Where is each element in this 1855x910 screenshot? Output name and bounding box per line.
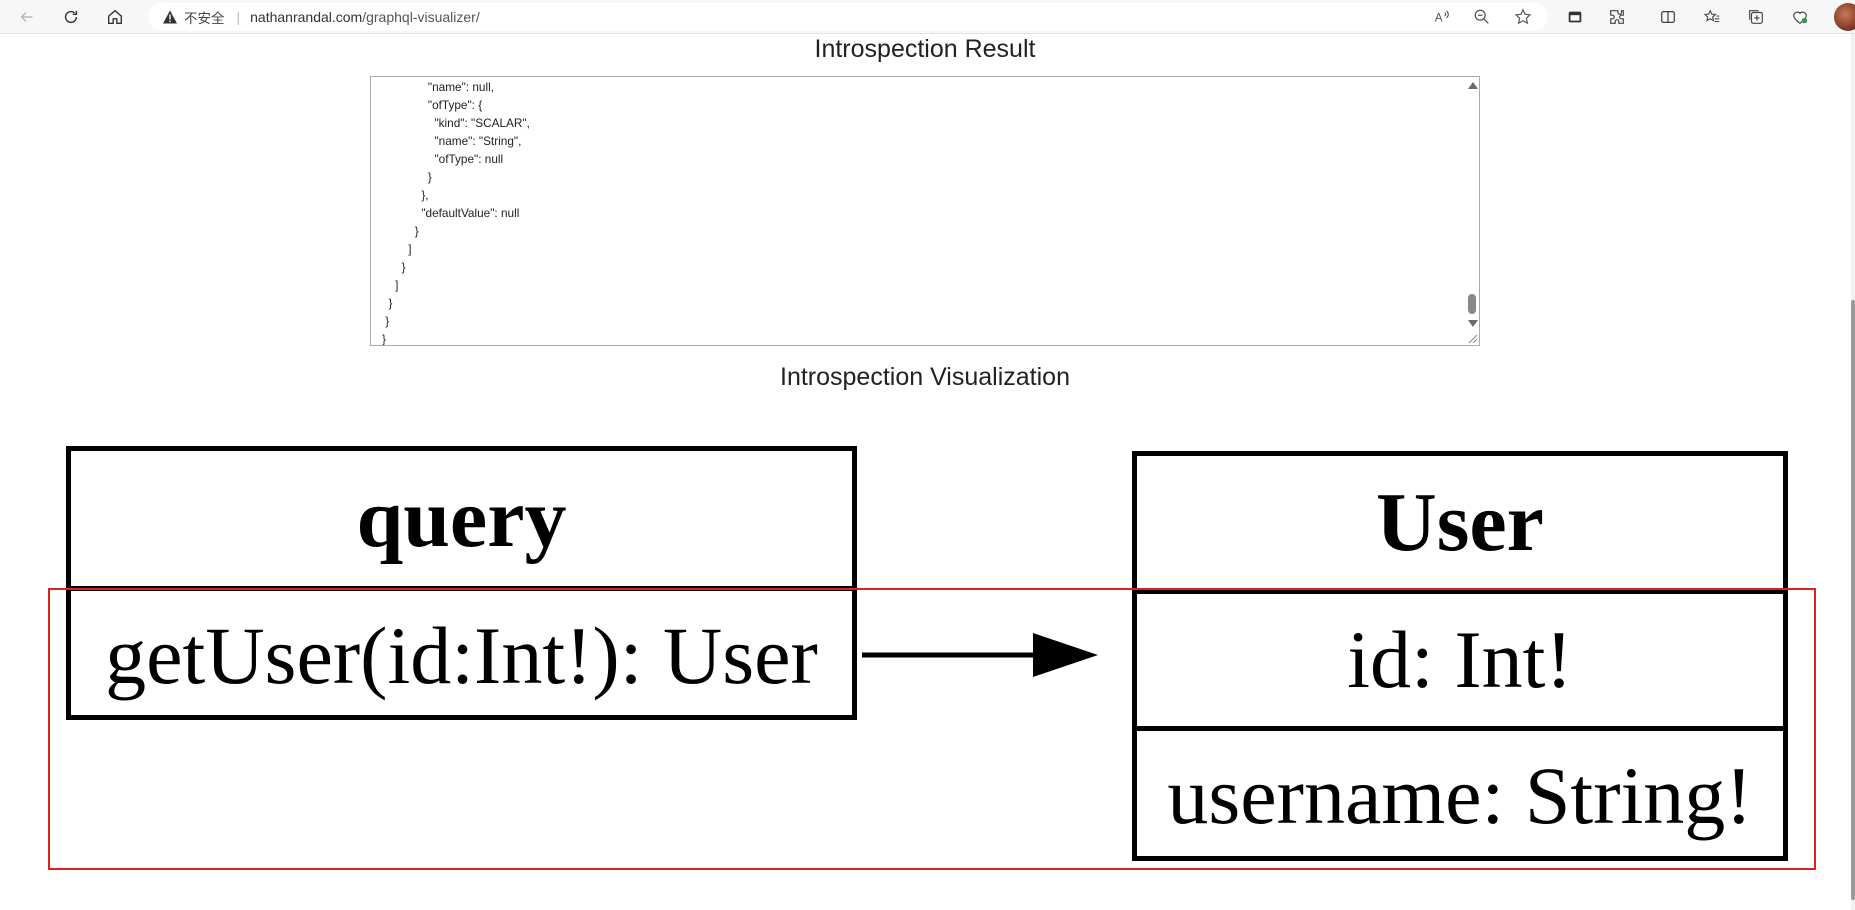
textarea-scroll-thumb[interactable] — [1468, 294, 1476, 314]
favorite-star-icon — [1514, 8, 1532, 25]
json-line: ] — [382, 278, 399, 292]
collections-icon — [1749, 10, 1763, 24]
resize-grip-icon[interactable] — [1466, 332, 1478, 344]
tab-icon — [1568, 11, 1582, 23]
favorites-button[interactable] — [1700, 5, 1724, 29]
json-line: } — [382, 332, 386, 346]
json-line: } — [382, 296, 393, 310]
json-line: } — [382, 224, 419, 238]
split-screen-button[interactable] — [1656, 5, 1680, 29]
user-node-header: User — [1376, 476, 1544, 569]
home-icon — [108, 9, 122, 24]
json-line: } — [382, 260, 406, 274]
json-line: "ofType": { — [382, 98, 483, 112]
extensions-button[interactable] — [1605, 5, 1629, 29]
back-icon — [20, 11, 33, 23]
visualization-title: Introspection Visualization — [780, 363, 1070, 391]
profile-avatar[interactable] — [1834, 3, 1855, 31]
arrowhead-icon — [1033, 633, 1098, 677]
back-button[interactable] — [14, 4, 40, 30]
extensions-icon — [1610, 10, 1624, 24]
home-button[interactable] — [102, 4, 128, 30]
json-line: "defaultValue": null — [382, 206, 520, 220]
json-line: ] — [382, 242, 412, 256]
query-node-header: query — [356, 472, 567, 565]
url-path: /graphql-visualizer/ — [362, 9, 480, 25]
read-aloud-button[interactable]: A — [1430, 5, 1454, 29]
result-title: Introspection Result — [814, 35, 1036, 63]
json-line: "ofType": null — [382, 152, 504, 166]
favorite-button[interactable] — [1511, 5, 1535, 29]
read-aloud-icon: A — [1435, 10, 1449, 25]
json-content: "name": null, "ofType": { "kind": "SCALA… — [382, 78, 530, 346]
user-field-username[interactable]: username: String! — [1137, 726, 1783, 861]
textarea-scrollbar[interactable] — [1465, 77, 1479, 345]
favorites-icon — [1703, 9, 1720, 23]
scroll-down-arrow-icon[interactable] — [1468, 320, 1478, 327]
address-bar[interactable]: 不安全 | nathanrandal.com/graphql-visualize… — [148, 3, 1548, 31]
json-line: "kind": "SCALAR", — [382, 116, 530, 130]
json-line: }, — [382, 188, 429, 202]
user-node[interactable]: User id: Int! username: String! — [1132, 451, 1788, 861]
json-line: "name": "String", — [382, 134, 522, 148]
security-label[interactable]: 不安全 — [184, 11, 225, 26]
edge-arrow — [862, 633, 1098, 677]
zoom-out-button[interactable] — [1470, 5, 1494, 29]
json-line: } — [382, 314, 390, 328]
introspection-result-textarea[interactable]: "name": null, "ofType": { "kind": "SCALA… — [370, 76, 1480, 346]
warning-icon — [162, 9, 178, 25]
selection-highlight — [48, 588, 1816, 870]
json-line: } — [382, 170, 432, 184]
url-host: nathanrandal.com — [250, 9, 363, 25]
url-separator: | — [236, 9, 241, 25]
collections-button[interactable] — [1744, 5, 1768, 29]
json-line: "name": null, — [382, 80, 494, 94]
browser-essentials-button[interactable] — [1788, 5, 1812, 29]
tab-action-button[interactable] — [1563, 5, 1587, 29]
browser-essentials-icon — [1793, 11, 1808, 24]
browser-toolbar: 不安全 | nathanrandal.com/graphql-visualize… — [0, 0, 1855, 34]
page-scrollbar-thumb[interactable] — [1851, 300, 1855, 900]
refresh-button[interactable] — [58, 4, 84, 30]
split-screen-icon — [1661, 10, 1675, 24]
user-field-id[interactable]: id: Int! — [1137, 589, 1783, 726]
scroll-up-arrow-icon[interactable] — [1468, 82, 1478, 89]
refresh-icon — [64, 10, 78, 24]
zoom-out-icon — [1474, 9, 1489, 24]
svg-text:A: A — [1435, 12, 1443, 25]
